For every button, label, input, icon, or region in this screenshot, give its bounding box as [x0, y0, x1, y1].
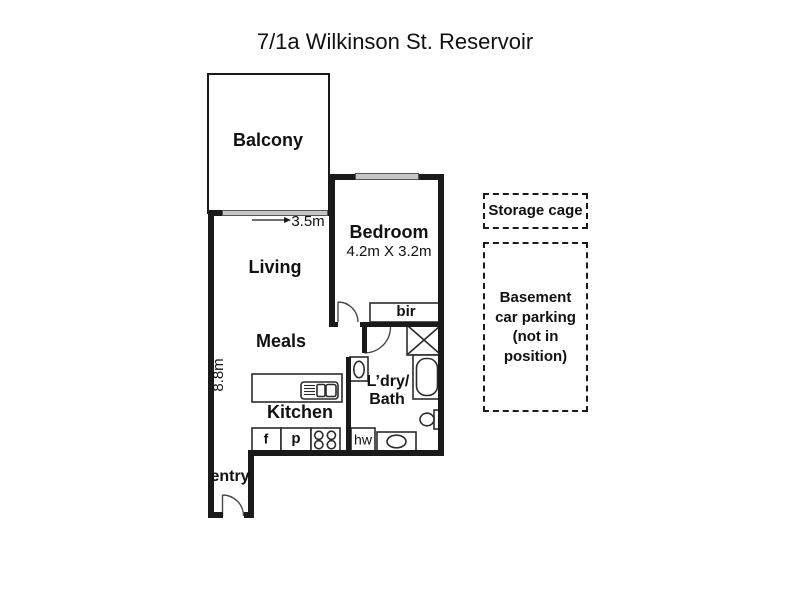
storage-cage-box: Storage cage	[483, 193, 588, 229]
vanity-basin	[386, 434, 407, 449]
toilet-tank	[433, 409, 442, 430]
storage-cage-label: Storage cage	[488, 202, 583, 220]
bedroom-door-arc	[337, 301, 359, 323]
shower-cross	[407, 325, 441, 355]
toilet-bowl	[419, 412, 435, 427]
sink-bowl-right	[325, 383, 337, 398]
entry-door-arc	[221, 494, 245, 517]
basement-parking-box: Basement car parking (not in position)	[483, 242, 588, 412]
cooktop-burner	[326, 439, 337, 450]
fridge-box	[251, 427, 282, 452]
trough-basin	[352, 360, 365, 379]
bathroom-door-arc	[364, 326, 392, 354]
sink-bowl-left	[316, 383, 326, 398]
cooktop-burner	[313, 430, 324, 441]
built-in-robe-box	[369, 302, 442, 323]
basement-line: Basement	[499, 289, 572, 306]
cooktop-burner	[313, 439, 324, 450]
dimension-arrow-head	[284, 217, 291, 223]
pantry-box	[280, 427, 312, 452]
basement-line: (not in	[512, 328, 559, 345]
bathtub-inner	[415, 357, 439, 397]
hot-water-box	[350, 427, 376, 452]
cooktop-burner	[326, 430, 337, 441]
basement-line: position)	[503, 347, 568, 365]
basement-line: car parking	[495, 308, 576, 326]
